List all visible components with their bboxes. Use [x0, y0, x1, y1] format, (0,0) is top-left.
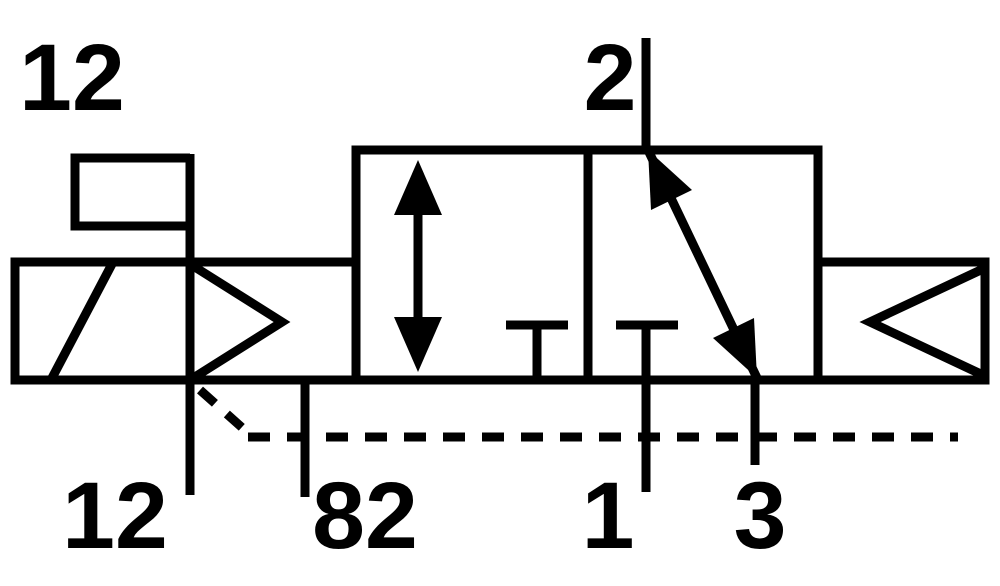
- pilot-port-12-bracket: [70, 153, 190, 231]
- label-port-3: 3: [734, 463, 787, 569]
- label-pilot-12-bottom: 12: [62, 463, 168, 569]
- label-port-82: 82: [312, 463, 418, 569]
- label-pilot-12-top: 12: [19, 25, 125, 131]
- spring-return-box: [818, 257, 990, 385]
- solenoid-actuator-box: [10, 257, 356, 385]
- label-port-1: 1: [582, 463, 635, 569]
- arrowhead-bottom-3-icon: [713, 318, 757, 378]
- label-port-2: 2: [584, 25, 637, 131]
- dashed-pilot-line-diagonal: [197, 386, 250, 436]
- arrowhead-up-icon: [394, 160, 442, 215]
- arrowhead-down-icon: [394, 317, 442, 372]
- spring-return-triangle: [859, 263, 987, 381]
- arrowhead-top-2-icon: [648, 150, 692, 210]
- solenoid-diagonal-line: [48, 261, 116, 381]
- pilot-amplifier-triangle: [187, 260, 291, 384]
